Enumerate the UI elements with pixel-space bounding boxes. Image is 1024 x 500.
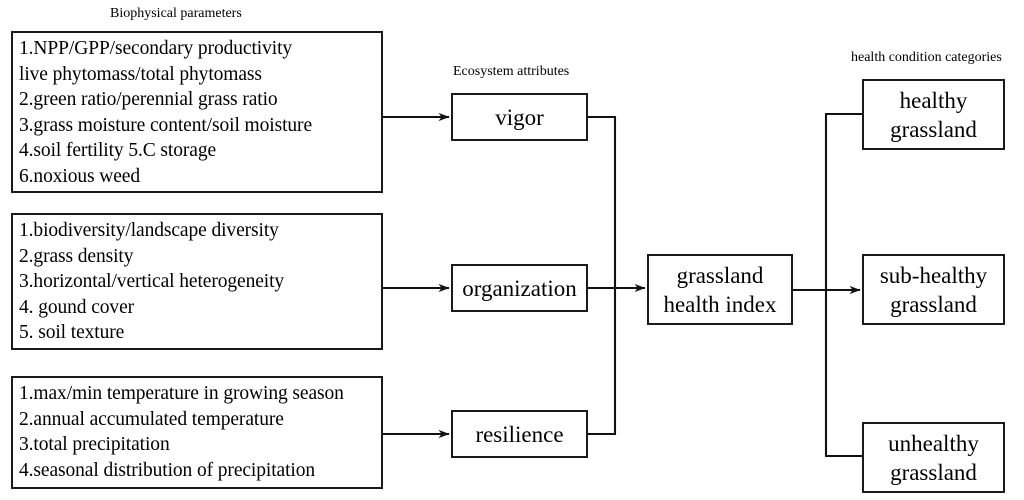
column-header-ecosystem-attributes: Ecosystem attributes [453, 64, 570, 79]
param-line: 5. soil texture [19, 322, 125, 344]
category-line-2: grassland [890, 116, 977, 142]
grassland-health-index-box[interactable]: grassland health index [647, 254, 793, 325]
param-line: 6.noxious weed [19, 165, 140, 187]
health-index-line-2: health index [663, 291, 777, 317]
param-line: live phytomass/total phytomass [19, 63, 262, 85]
param-line: 2.green ratio/perennial grass ratio [19, 89, 278, 111]
attribute-box-resilience[interactable]: resilience [451, 410, 588, 458]
health-index-line-1: grassland [676, 262, 764, 288]
category-line-1: unhealthy [888, 430, 979, 456]
wire-attributes-bus [588, 115, 617, 436]
param-line: 1.NPP/GPP/secondary productivity [19, 38, 293, 59]
param-line: 4.soil fertility 5.C storage [19, 140, 217, 162]
category-line-2: grassland [890, 291, 977, 317]
category-line-1: sub-healthy [879, 262, 988, 288]
attribute-label: resilience [475, 421, 564, 447]
param-line: 3.horizontal/vertical heterogeneity [19, 271, 285, 293]
attribute-label: vigor [495, 104, 544, 130]
param-line: 4.seasonal distribution of precipitation [19, 459, 316, 481]
param-line: 3.grass moisture content/soil moisture [19, 114, 312, 136]
param-line: 2.annual accumulated temperature [19, 408, 284, 430]
column-header-biophysical-parameters: Biophysical parameters [110, 6, 242, 21]
param-line: 2.grass density [19, 245, 134, 267]
category-line-2: grassland [890, 459, 977, 485]
category-line-1: healthy [899, 87, 968, 113]
attribute-box-vigor[interactable]: vigor [451, 93, 588, 141]
param-box-resilience[interactable]: 1.max/min temperature in growing season … [11, 376, 383, 489]
param-line: 1.biodiversity/landscape diversity [19, 220, 279, 241]
wire-categories-bus [824, 112, 862, 458]
category-box-sub-healthy-grassland[interactable]: sub-healthy grassland [862, 254, 1005, 325]
attribute-label: organization [462, 275, 577, 301]
param-box-vigor[interactable]: 1.NPP/GPP/secondary productivity live ph… [11, 31, 383, 193]
category-box-unhealthy-grassland[interactable]: unhealthy grassland [862, 422, 1005, 493]
column-header-health-condition-categories: health condition categories [851, 50, 1002, 65]
param-line: 3.total precipitation [19, 434, 170, 456]
param-box-organization[interactable]: 1.biodiversity/landscape diversity 2.gra… [11, 213, 383, 350]
param-line: 1.max/min temperature in growing season [19, 383, 344, 404]
attribute-box-organization[interactable]: organization [451, 264, 588, 312]
category-box-healthy-grassland[interactable]: healthy grassland [862, 79, 1005, 150]
param-line: 4. gound cover [19, 296, 135, 318]
